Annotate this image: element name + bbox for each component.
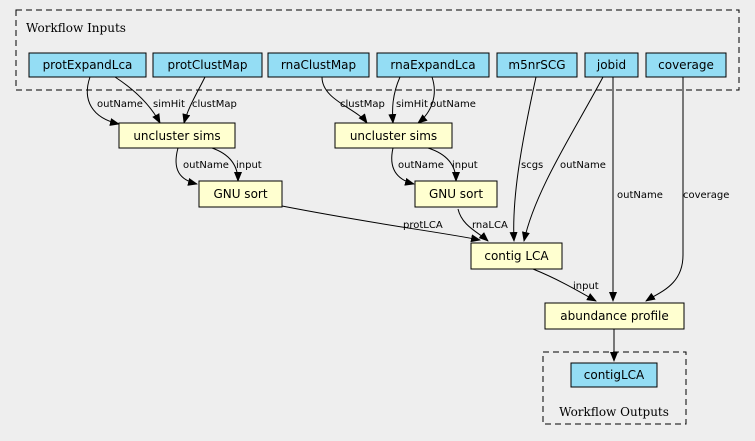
edge-label-outname-1: outName (97, 99, 143, 110)
edge-rnaexpandlca-outname (417, 76, 435, 124)
edge-label-coverage: coverage (683, 190, 729, 201)
node-rnaclustmap-label: rnaClustMap (281, 58, 356, 72)
edge-label-outname-4: outName (398, 160, 444, 171)
edge-sort1-protlca (281, 205, 481, 243)
node-output-contiglca[interactable]: contigLCA (570, 362, 658, 388)
node-protexpandlca-label: protExpandLca (43, 58, 133, 72)
edge-uncluster2-input (427, 147, 460, 182)
edge-label-simhit-2: simHit (396, 99, 428, 110)
node-contig-lca[interactable]: contig LCA (470, 242, 563, 270)
node-m5nrscg-label: m5nrSCG (508, 58, 565, 72)
edge-label-outname-2: outName (430, 99, 476, 110)
input-nodes: protExpandLca protClustMap rnaClustMap r… (28, 52, 727, 78)
node-coverage[interactable]: coverage (645, 52, 727, 78)
node-gnu-sort-2[interactable]: GNU sort (414, 180, 498, 208)
edge-protexpandlca-outname (86, 76, 120, 126)
node-protexpandlca[interactable]: protExpandLca (28, 52, 147, 78)
edge-coverage (645, 76, 684, 302)
node-contig-lca-label: contig LCA (484, 249, 549, 263)
edge-label-input-2: input (452, 160, 478, 171)
node-gnu-sort-2-label: GNU sort (429, 187, 483, 201)
step-nodes: uncluster sims uncluster sims GNU sort G… (118, 122, 685, 330)
node-m5nrscg[interactable]: m5nrSCG (496, 52, 578, 78)
node-coverage-label: coverage (658, 58, 714, 72)
node-protclustmap[interactable]: protClustMap (152, 52, 263, 78)
node-abundance-profile-label: abundance profile (560, 309, 668, 323)
edges: outName simHit clustMap clustMap simHit … (86, 76, 729, 362)
edge-uncluster1-outname (175, 147, 198, 186)
workflow-inputs-label: Workflow Inputs (26, 21, 126, 35)
edge-uncluster1-input (211, 147, 242, 182)
edge-label-protlca: protLCA (403, 220, 443, 231)
node-uncluster-sims-2-label: uncluster sims (350, 129, 437, 143)
node-gnu-sort-1-label: GNU sort (213, 187, 267, 201)
node-output-contiglca-label: contigLCA (584, 368, 645, 382)
edge-label-input-3: input (573, 281, 599, 292)
node-rnaexpandlca-label: rnaExpandLca (390, 58, 475, 72)
edge-label-scgs: scgs (521, 160, 543, 171)
node-rnaclustmap[interactable]: rnaClustMap (267, 52, 370, 78)
edge-jobid-outname (521, 76, 604, 242)
edge-label-simhit-1: simHit (153, 99, 185, 110)
node-uncluster-sims-1[interactable]: uncluster sims (118, 122, 236, 149)
edge-rnaclustmap-clustmap (321, 76, 368, 124)
node-jobid-label: jobid (596, 58, 626, 72)
node-gnu-sort-1[interactable]: GNU sort (198, 180, 283, 208)
node-protclustmap-label: protClustMap (168, 58, 248, 72)
edge-contiglca-input (532, 268, 597, 302)
edge-uncluster2-outname (391, 147, 415, 186)
node-uncluster-sims-1-label: uncluster sims (133, 129, 220, 143)
edge-label-outname-6: outName (617, 190, 663, 201)
edge-protclustmap-clustmap (182, 76, 206, 124)
workflow-outputs-label: Workflow Outputs (559, 405, 669, 419)
node-uncluster-sims-2[interactable]: uncluster sims (334, 122, 453, 149)
edge-label-input-1: input (236, 160, 262, 171)
workflow-inputs-cluster: Workflow Inputs (15, 9, 740, 91)
edge-label-clustmap-2: clustMap (340, 99, 385, 110)
edge-label-outname-3: outName (183, 160, 229, 171)
node-abundance-profile[interactable]: abundance profile (544, 302, 685, 330)
edge-label-rnalca: rnaLCA (472, 220, 508, 231)
edge-rnaexpandlca-simhit (388, 76, 401, 124)
edge-label-clustmap-1: clustMap (192, 99, 237, 110)
edge-protexpandlca-simhit (114, 76, 161, 124)
edge-sort2-rnalca (457, 208, 489, 242)
edge-label-outname-5: outName (560, 160, 606, 171)
node-jobid[interactable]: jobid (584, 52, 639, 78)
node-rnaexpandlca[interactable]: rnaExpandLca (376, 52, 490, 78)
edge-m5nrscg-scgs (509, 76, 537, 242)
